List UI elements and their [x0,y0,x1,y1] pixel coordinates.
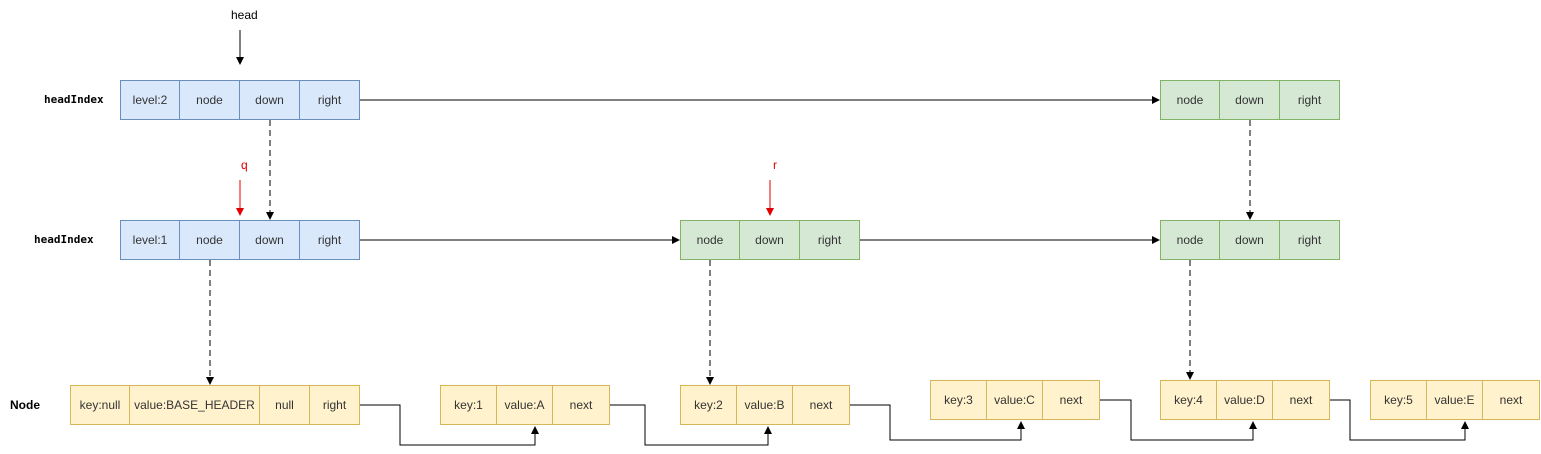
node-key4-key: key:4 [1160,380,1217,420]
node-key2-key: key:2 [680,385,737,425]
head-index-level2-right: right [300,80,360,120]
node-key5-next: next [1483,380,1540,420]
node-key3-next: next [1043,380,1100,420]
node-key1: key:1 value:A next [440,385,610,425]
node-key5: key:5 value:E next [1370,380,1540,420]
index-level1-key4-right: right [1280,220,1340,260]
row-label-level2: headIndex [44,93,104,106]
head-index-level2-node: node [180,80,240,120]
index-level1-key4-node: node [1160,220,1220,260]
index-level1-key4: node down right [1160,220,1340,260]
node-key4-next: next [1273,380,1330,420]
node-key3-value: value:C [987,380,1043,420]
node-key2-next: next [793,385,850,425]
node-key5-key: key:5 [1370,380,1427,420]
index-level1-key4-down: down [1220,220,1280,260]
index-level1-key2: node down right [680,220,860,260]
next-link-2-3 [850,404,1025,441]
node-key4-value: value:D [1217,380,1273,420]
node-key1-key: key:1 [440,385,497,425]
head-index-level1-right: right [300,220,360,260]
node-key1-value: value:A [497,385,553,425]
next-link-3-4 [1100,399,1257,441]
index-level2-key4: node down right [1160,80,1340,120]
node-key2-value: value:B [737,385,793,425]
node-key4: key:4 value:D next [1160,380,1330,420]
row-label-node: Node [10,398,40,412]
head-index-level1-level: level:1 [120,220,180,260]
head-index-level1-node: node [180,220,240,260]
node-key5-value: value:E [1427,380,1483,420]
node-key1-next: next [553,385,610,425]
index-level1-key2-right: right [800,220,860,260]
node-key3-key: key:3 [930,380,987,420]
head-index-level1-down: down [240,220,300,260]
head-label: head [231,8,258,22]
node-key3: key:3 value:C next [930,380,1100,420]
r-label: r [773,158,777,172]
index-level2-key4-node: node [1160,80,1220,120]
node-base-header-key: key:null [70,385,130,425]
node-base-header: key:null value:BASE_HEADER null right [70,385,360,425]
next-link-1-2 [610,404,772,446]
node-base-header-null: null [260,385,310,425]
row-label-level1: headIndex [34,233,94,246]
q-label: q [241,158,248,172]
head-index-level2-level: level:2 [120,80,180,120]
next-link-4-5 [1330,399,1469,441]
head-index-level2-down: down [240,80,300,120]
index-level1-key2-down: down [740,220,800,260]
node-base-header-value: value:BASE_HEADER [130,385,260,425]
index-level2-key4-down: down [1220,80,1280,120]
head-index-level1: level:1 node down right [120,220,360,260]
index-level1-key2-node: node [680,220,740,260]
index-level2-key4-right: right [1280,80,1340,120]
node-base-header-right: right [310,385,360,425]
next-link-0-1 [360,404,539,446]
head-index-level2: level:2 node down right [120,80,360,120]
node-key2: key:2 value:B next [680,385,850,425]
